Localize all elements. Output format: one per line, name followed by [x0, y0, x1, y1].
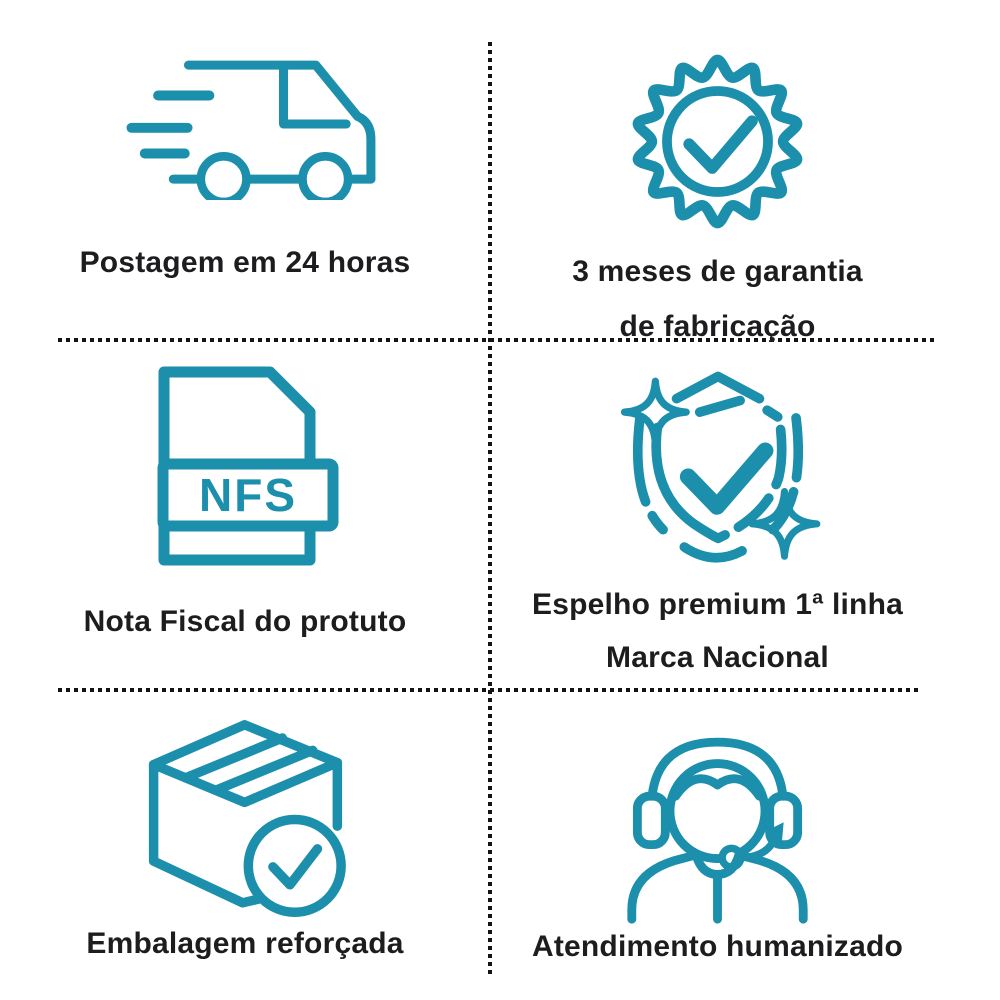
support-agent-icon: [615, 714, 820, 924]
vertical-dotted-divider: [488, 42, 492, 974]
sparkle-bottom-right: [748, 487, 820, 560]
feature-label: Postagem em 24 horas: [79, 246, 411, 279]
feature-label: Nota Fiscal do protuto: [83, 605, 407, 638]
feature-label: 3 meses de garantia: [572, 255, 863, 288]
feature-label-line2: de fabricação: [619, 310, 816, 343]
feature-label: Embalagem reforçada: [86, 927, 404, 960]
sparkle-top-left: [620, 377, 690, 447]
horizontal-dotted-divider-1: [58, 338, 935, 342]
feature-label-line2: Marca Nacional: [606, 641, 829, 674]
feature-invoice: NFS Nota Fiscal do protuto: [0, 340, 490, 690]
feature-packaging: Embalagem reforçada: [0, 690, 490, 1000]
feature-premium: Espelho premium 1ª linha Marca Nacional: [490, 340, 1000, 690]
feature-warranty: 3 meses de garantia de fabricação: [490, 0, 1000, 343]
feature-label: Espelho premium 1ª linha: [532, 588, 903, 621]
seal-wavy-border: [632, 54, 803, 229]
reinforced-package-icon: [129, 717, 361, 921]
horizontal-dotted-divider-2: [58, 688, 920, 692]
shipping-truck-icon: [103, 48, 388, 200]
nfs-badge-text: NFS: [199, 469, 297, 521]
feature-support: Atendimento humanizado: [490, 690, 1000, 1000]
premium-shield-icon: [607, 362, 829, 574]
warranty-seal-icon: [620, 44, 815, 239]
feature-fast-shipping: Postagem em 24 horas: [0, 0, 490, 340]
invoice-document-icon: NFS: [150, 364, 340, 569]
feature-label: Atendimento humanizado: [531, 930, 904, 963]
